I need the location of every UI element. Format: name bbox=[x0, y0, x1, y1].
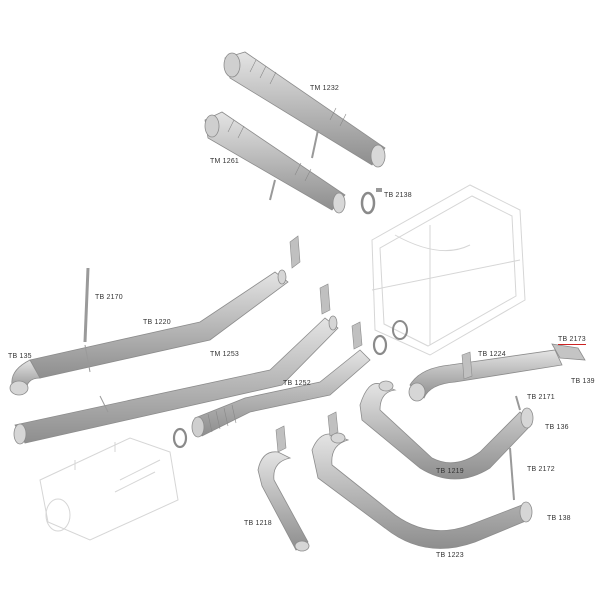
part-tb1218[interactable] bbox=[257, 425, 310, 552]
label-tb2172: TB 2172 bbox=[527, 466, 555, 473]
part-tb2172[interactable] bbox=[509, 447, 515, 501]
label-tm1261: TM 1261 bbox=[210, 158, 240, 165]
part-tb1219[interactable] bbox=[359, 380, 533, 480]
ghost-muffler-bottom bbox=[39, 437, 179, 541]
label-tb1223: TB 1223 bbox=[436, 552, 464, 559]
part-tb1223[interactable] bbox=[311, 411, 529, 549]
part-tm1253[interactable] bbox=[13, 283, 339, 445]
part-clamp-a[interactable] bbox=[172, 427, 188, 449]
part-tb2173[interactable] bbox=[551, 343, 586, 361]
label-tb1224: TB 1224 bbox=[478, 351, 506, 358]
label-tb2170: TB 2170 bbox=[95, 294, 123, 301]
label-tb1252: TB 1252 bbox=[283, 380, 311, 387]
label-tb138: TB 138 bbox=[547, 515, 571, 522]
part-tm1261[interactable] bbox=[204, 111, 346, 214]
label-tb2138: TB 2138 bbox=[384, 192, 412, 199]
label-tm1253: TM 1253 bbox=[210, 351, 240, 358]
label-tb2171: TB 2171 bbox=[527, 394, 555, 401]
label-tb139: TB 139 bbox=[571, 378, 595, 385]
label-tb1219: TB 1219 bbox=[436, 468, 464, 475]
label-tm1232: TM 1232 bbox=[310, 85, 340, 92]
part-clamp-b[interactable] bbox=[372, 334, 388, 356]
label-tb1218: TB 1218 bbox=[244, 520, 272, 527]
part-tb2138[interactable] bbox=[360, 188, 382, 215]
part-tb1252[interactable] bbox=[191, 321, 371, 438]
label-tb1220: TB 1220 bbox=[143, 319, 171, 326]
label-tb135: TB 135 bbox=[8, 353, 32, 360]
part-tb135[interactable] bbox=[9, 359, 41, 396]
part-tb2170[interactable] bbox=[83, 267, 90, 343]
part-tb136[interactable] bbox=[520, 407, 534, 429]
ghost-muffler-top bbox=[371, 184, 526, 356]
part-tb138[interactable] bbox=[519, 501, 533, 523]
part-clamp-c[interactable] bbox=[392, 320, 408, 340]
part-tb1220[interactable] bbox=[29, 235, 301, 379]
label-tb2173: TB 2173 bbox=[558, 336, 586, 345]
part-tm1232[interactable] bbox=[223, 51, 386, 168]
label-tb136: TB 136 bbox=[545, 424, 569, 431]
part-tb2171[interactable] bbox=[515, 395, 521, 411]
part-tb1224[interactable] bbox=[408, 349, 563, 402]
